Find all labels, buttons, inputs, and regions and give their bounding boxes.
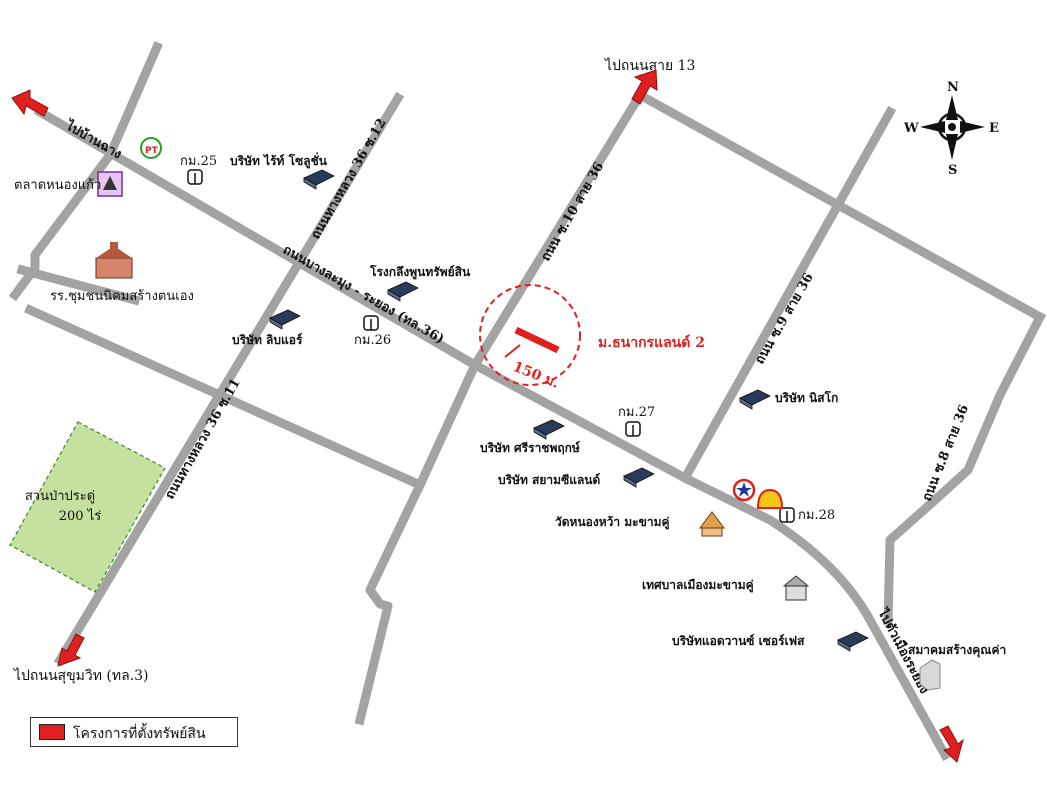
shell-icon (756, 488, 784, 509)
road-soi9 (678, 105, 897, 485)
compass-w: W (903, 121, 919, 136)
company-lib-label: บริษัท ลิบแอร์ (232, 333, 303, 347)
km25-icon (187, 169, 203, 185)
factory-icon (739, 389, 771, 410)
arrow-to-rayong (939, 725, 964, 763)
main-road (33, 105, 952, 762)
road-network (8, 41, 1047, 762)
factory-phoon-label: โรงกลึงพูนทรัพย์สิน (369, 264, 471, 280)
compass-e: E (989, 121, 999, 136)
factory-icon (303, 169, 335, 190)
compass-n: N (947, 80, 959, 95)
park-label-line1: สวนป่าประดู่ (25, 489, 95, 504)
arrow-to-ban-chang (11, 89, 49, 117)
svg-text:PT: PT (145, 146, 159, 156)
factory-icon (533, 419, 565, 440)
building-icon (919, 659, 941, 691)
factory-icon (387, 281, 419, 302)
company-advance-label: บริษัทแอดวานซ์ เซอร์เฟส (672, 634, 805, 648)
road-label-main: ถนนบางละมุง - ระยอง (ทล.36) (280, 242, 446, 347)
factory-icon (623, 467, 655, 488)
municipality-icon (782, 575, 810, 601)
temple-label: วัดหนองหว้า มะขามคู่ (555, 515, 670, 530)
km25-label: กม.25 (180, 154, 217, 169)
road-label-soi11: ถนนทางหลวง 36 ซ.11 (162, 376, 243, 502)
compass-icon: N S E W (903, 80, 999, 178)
school-label: รร.ชุมชนนิคมสร้างตนเอง (50, 289, 194, 304)
legend: โครงการที่ตั้งทรัพย์สิน (30, 717, 238, 747)
park-label-line2: 200 ไร่ (59, 508, 101, 524)
project-label: ม.ธนากรแลนด์ 2 (598, 334, 705, 351)
km26-label: กม.26 (354, 333, 391, 348)
road-soi8 (883, 310, 1047, 625)
label-to-road13: ไปถนนสาย 13 (604, 57, 695, 74)
km26-icon (363, 315, 379, 331)
project-marker (514, 326, 560, 354)
temple-icon (699, 511, 725, 537)
road-label-soi9: ถนน ซ.9 สาย 36 (752, 271, 816, 367)
arrow-to-road13 (631, 69, 658, 105)
company-nissan-label: บริษัท นิสโก (775, 390, 838, 405)
association-label: สมาคมสร้างคุณค่า (908, 643, 1006, 658)
arrow-to-sukhumvit (57, 633, 85, 667)
project-radius-circle (479, 284, 581, 386)
legend-swatch (39, 724, 65, 740)
road-soi11-12 (53, 91, 405, 667)
factory-icon (837, 631, 869, 652)
factory-icon (269, 309, 301, 330)
km28-icon (779, 507, 795, 523)
road-soi10 (354, 88, 647, 726)
park-area (9, 421, 166, 593)
legend-label: โครงการที่ตั้งทรัพย์สิน (73, 726, 206, 742)
road-label-soi10: ถนน ซ.10 สาย 36 (538, 160, 607, 264)
market-icon (97, 171, 123, 197)
km28-label: กม.28 (798, 508, 835, 523)
road-left-horizontal (16, 264, 141, 306)
municipality-label: เทศบาลเมืองมะขามคู่ (642, 578, 754, 593)
company-siam-label: บริษัท สยามซีแลนด์ (498, 473, 601, 487)
direction-arrows (11, 69, 964, 763)
school-icon (95, 242, 133, 279)
road-top-left-diag (8, 41, 163, 302)
road-diag-lower (24, 304, 426, 491)
company-sri-label: บริษัท ศรีราชพฤกษ์ (480, 441, 580, 455)
market-label: ตลาดหนองแก้ว (14, 178, 101, 193)
factory-icons (269, 169, 869, 652)
label-to-sukhumvit: ไปถนนสุขุมวิท (ทล.3) (13, 667, 149, 684)
distance-arrow (504, 344, 521, 358)
caltex-icon (732, 478, 756, 502)
compass-s: S (948, 163, 957, 178)
km27-label: กม.27 (618, 405, 655, 420)
pt-station-icon: PT (140, 137, 162, 159)
km27-icon (625, 421, 641, 437)
company-sv-label: บริษัท ไร้ท์ โซลูชั่น (230, 152, 328, 169)
